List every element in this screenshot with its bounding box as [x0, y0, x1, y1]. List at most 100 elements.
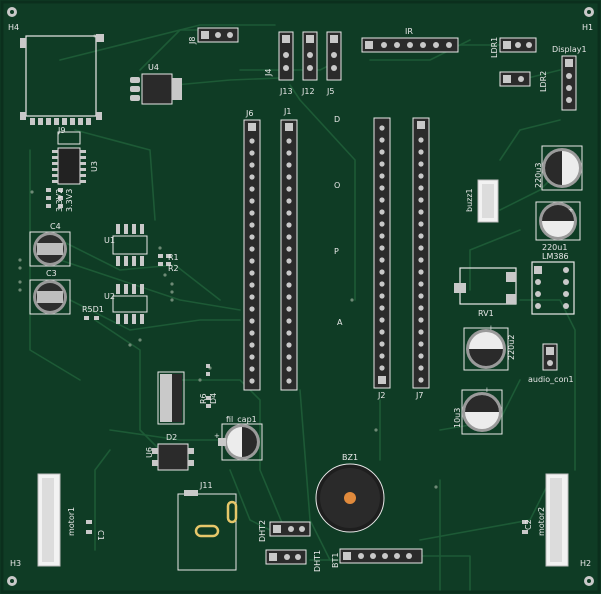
header-j7 [412, 117, 430, 389]
connector-motor2 [545, 473, 569, 567]
label-u6: U6 [145, 447, 154, 458]
header-ldr2 [499, 71, 531, 87]
label-h2: H2 [580, 559, 591, 568]
header-display1 [561, 55, 577, 111]
header-audio-con1 [542, 343, 558, 371]
label-o: O [334, 181, 340, 190]
header-j13 [278, 31, 294, 81]
label-j13: J13 [279, 87, 293, 96]
label-p: P [334, 247, 339, 256]
label-u3: U3 [90, 161, 99, 172]
polarity-plus-220u1: + [568, 206, 574, 214]
label-j5: J5 [326, 87, 334, 96]
label-j8: J8 [188, 37, 197, 45]
label-u1: U1 [104, 236, 115, 245]
polarity-plus-fil-cap: + [214, 432, 220, 440]
ic-u3 [52, 131, 86, 185]
header-j5 [326, 31, 342, 81]
capacitor-c3 [29, 279, 71, 315]
ic-u2 [112, 284, 148, 324]
label-220u3: 220u3 [534, 163, 543, 188]
capacitor-c4 [29, 231, 71, 267]
label-ir: IR [405, 27, 413, 36]
header-j6 [243, 119, 261, 391]
capacitor-10u3 [461, 389, 503, 435]
diode-d4-pads [206, 364, 211, 408]
header-dht2 [269, 521, 311, 537]
buzzer-center-pad [344, 492, 356, 504]
label-j4: J4 [264, 69, 273, 77]
label-r2: R2 [168, 264, 179, 273]
label-d2: D2 [166, 433, 177, 442]
regulator-u4 [130, 73, 182, 105]
label-d: D [334, 115, 340, 124]
label-220u2: 220u2 [507, 335, 516, 360]
label-220u1: 220u1 [542, 243, 567, 252]
label-fil-cap1: fil_cap1 [226, 415, 257, 424]
label-j7: J7 [415, 391, 423, 400]
label-j1: J1 [283, 107, 291, 116]
regulator-pads-3v3 [46, 188, 63, 208]
label-audio-con1: audio_con1 [528, 375, 574, 384]
sd-card-slot-j9 [20, 34, 104, 125]
label-r1: R1 [168, 253, 179, 262]
barrel-jack-j11 [177, 490, 238, 571]
capacitor-c1-pads [86, 520, 92, 534]
label-h3: H3 [10, 559, 21, 568]
label-j9: J9 [57, 126, 65, 135]
header-bt1 [339, 548, 423, 564]
label-r6: R6 [199, 393, 208, 404]
ic-u1 [112, 224, 148, 266]
label-d4: D4 [209, 393, 218, 404]
label-c2: C2 [524, 519, 533, 530]
diode-d2 [152, 443, 194, 471]
label-ldr2: LDR2 [539, 71, 548, 92]
label-u2: U2 [104, 292, 115, 301]
header-ldr1 [499, 37, 537, 53]
label-dht2: DHT2 [258, 520, 267, 542]
label-j12: J12 [301, 87, 315, 96]
label-3v3-3: 3.3V3 [65, 189, 74, 212]
connector-buzz1 [477, 179, 499, 223]
header-j2 [373, 117, 391, 389]
capacitor-c2-pads [522, 520, 528, 534]
label-c4: C4 [50, 222, 61, 231]
label-r5d1: R5D1 [82, 305, 104, 314]
header-j8 [197, 27, 239, 43]
label-j11: J11 [199, 481, 213, 490]
label-a: A [337, 318, 343, 327]
label-display1: Display1 [552, 45, 587, 54]
connector-motor1 [37, 473, 61, 567]
label-dht1: DHT1 [313, 550, 322, 572]
label-motor2: motor2 [537, 507, 546, 536]
mount-holes [7, 7, 594, 586]
label-motor1: motor1 [67, 507, 76, 536]
label-ldr1: LDR1 [490, 37, 499, 58]
capacitor-220u3 [541, 145, 583, 191]
resistor-pads-r5d1 [84, 316, 99, 320]
label-c1: C1 [96, 530, 105, 541]
polarity-plus-220u2: + [488, 324, 494, 332]
label-bz1: BZ1 [342, 453, 358, 462]
header-dht1 [265, 549, 307, 565]
ic-lm386 [531, 261, 575, 315]
capacitor-220u1 [535, 201, 581, 241]
label-rv1: RV1 [478, 309, 494, 318]
label-10u3: 10u3 [453, 408, 462, 428]
header-ir [361, 37, 459, 53]
capacitor-220u2 [463, 327, 509, 371]
resistor-pads-r1-r2 [158, 254, 171, 266]
label-j6: J6 [245, 109, 253, 118]
label-c3: C3 [46, 269, 57, 278]
polarity-plus-10u3: + [484, 386, 490, 394]
header-j12 [302, 31, 318, 81]
label-bt1: BT1 [331, 553, 340, 568]
capacitor-fil-cap1 [218, 423, 263, 461]
label-3v3-2: 3.3V2 [55, 189, 64, 212]
label-h4: H4 [8, 23, 19, 32]
label-j2: J2 [377, 391, 385, 400]
label-u4: U4 [148, 63, 159, 72]
label-h1: H1 [582, 23, 593, 32]
